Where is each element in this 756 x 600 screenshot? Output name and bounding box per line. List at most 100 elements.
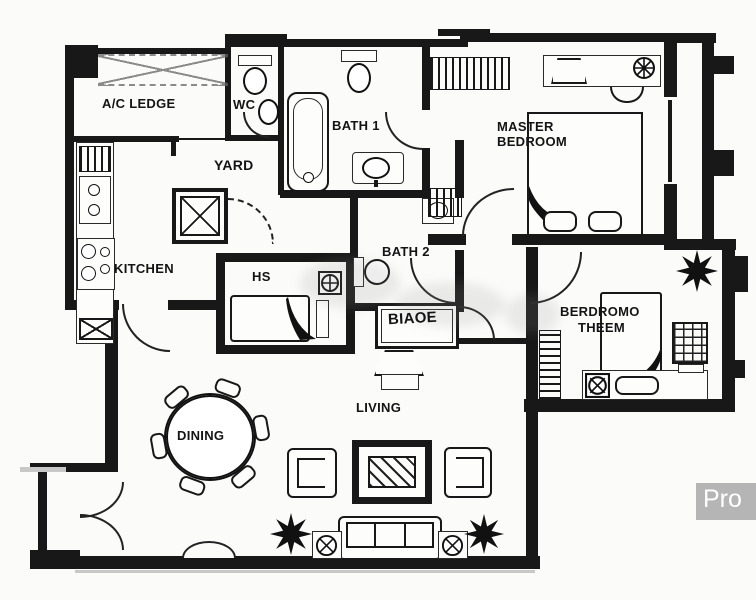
wall (735, 256, 748, 292)
master-wardrobe (430, 57, 510, 90)
armchair-right-seat (456, 457, 484, 488)
bath1-basin (362, 157, 390, 179)
room-label-master-line2: BEDROOM (497, 134, 567, 149)
dish-rack (79, 146, 111, 172)
wall (168, 300, 218, 310)
kitchen-door-arc (122, 304, 170, 352)
room-label-kitchen: KITCHEN (114, 261, 174, 276)
tv-base (381, 374, 419, 390)
toilet-tank (353, 257, 364, 287)
wall (422, 148, 430, 198)
wall-hs (216, 345, 355, 354)
plant-icon (464, 514, 504, 554)
wall-living-right (526, 247, 538, 569)
wall-hs (216, 253, 355, 262)
linen-closet (428, 188, 462, 217)
yard-door-arc (228, 198, 274, 244)
wall (171, 140, 176, 156)
wall (225, 34, 287, 40)
wall (225, 135, 284, 141)
room-label-bedroom2-line2: THEEM (578, 320, 625, 335)
dining-table-top (166, 395, 254, 479)
armchair-right (444, 447, 492, 498)
fan-icon (441, 534, 464, 557)
room-label-master-line1: MASTER (497, 119, 554, 134)
wall-shadow (75, 570, 535, 573)
bath1-tap (374, 180, 378, 187)
pillow (615, 376, 659, 395)
wall-outer-right (702, 43, 714, 243)
wall (676, 33, 716, 43)
bedroom2-bed (600, 292, 662, 378)
wall (714, 150, 734, 176)
armchair-left-seat (297, 458, 325, 488)
room-label-living: LIVING (356, 400, 402, 415)
watermark-smudge (300, 258, 400, 308)
armchair-left (287, 448, 337, 498)
toilet-bowl (243, 67, 267, 95)
pillow (588, 211, 622, 232)
sink-bowl (88, 204, 100, 216)
toilet-bowl (364, 259, 390, 285)
sofa-divider (404, 523, 406, 547)
desk-base (678, 364, 704, 373)
wall (524, 399, 735, 412)
toilet-tank (341, 50, 377, 62)
fan-icon (315, 534, 338, 557)
room-label-wc: WC (233, 97, 256, 112)
wall (225, 45, 231, 141)
watermark-box: Pro (696, 483, 756, 520)
master-door-arc (462, 188, 514, 236)
wall (428, 234, 466, 245)
plant-icon (676, 250, 718, 292)
room-label-ac-ledge: A/C LEDGE (102, 96, 176, 111)
wall (278, 45, 284, 195)
wall (422, 45, 430, 110)
wall-shadow (20, 467, 66, 472)
wall (664, 33, 677, 97)
watermark-smudge (395, 282, 505, 327)
bedroom2-wardrobe (539, 330, 561, 400)
wall (352, 303, 378, 311)
room-label-bath1: BATH 1 (332, 118, 380, 133)
burner (100, 247, 110, 257)
wall (225, 39, 468, 47)
wall (350, 197, 358, 257)
entry-door-arc-upper (80, 482, 124, 518)
sofa-divider (374, 523, 376, 547)
wall (30, 550, 80, 567)
wall-thin (179, 138, 227, 140)
wall (30, 463, 118, 472)
front-door-arch (182, 541, 236, 558)
sofa-cushions (346, 522, 434, 548)
wall (460, 33, 676, 42)
wall (664, 184, 677, 242)
bed-blanket-swoosh (529, 186, 565, 222)
wall-hs (216, 253, 225, 354)
ac-ledge-hatch (98, 54, 228, 86)
kitchen-hatch-box (79, 318, 113, 340)
wall (512, 234, 664, 245)
pillow (543, 211, 577, 232)
wall (65, 136, 179, 142)
wall-left (65, 48, 74, 140)
wall (438, 29, 490, 36)
wall (455, 250, 464, 312)
wall (722, 250, 735, 404)
bathtub-inner (293, 98, 323, 180)
hs-blanket-swoosh (286, 297, 316, 340)
room-label-hs: HS (252, 269, 271, 284)
bath1-door-arc (385, 112, 423, 150)
window-glazing (668, 100, 672, 182)
burner (81, 244, 96, 259)
sink-bowl (88, 184, 100, 196)
plant-icon (270, 513, 312, 555)
room-label-dining: DINING (177, 428, 225, 443)
room-label-yard: YARD (214, 157, 254, 173)
wall (455, 140, 464, 198)
toilet-tank (238, 55, 272, 66)
fan-icon (585, 373, 610, 398)
wall-kitchen-left (65, 140, 74, 308)
entry-door-arc-lower (80, 514, 124, 550)
